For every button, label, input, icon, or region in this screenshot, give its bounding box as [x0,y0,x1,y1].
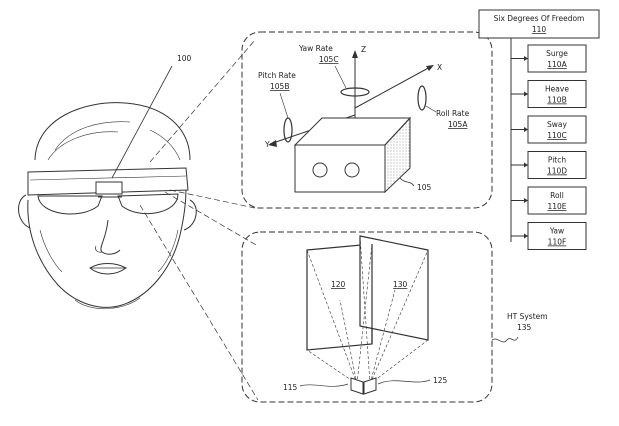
dof-item-box [527,186,587,215]
pitch-rate-label: Pitch Rate [258,71,296,80]
imu-block-ref: 105 [417,183,432,192]
dof-item-ref: 110E [547,202,566,211]
camera-left-ref: 115 [283,383,298,392]
panel-left-ref: 120 [331,280,346,289]
dof-item-roll: Roll 110E [511,186,587,215]
dof-arrow [524,162,528,168]
ht-system-ref: 135 [517,323,532,332]
ht-system-callout: HT System 135 [491,312,548,343]
dof-item-box [527,80,587,108]
dof-item-ref: 110F [548,238,567,247]
device-100-callout: 100 [111,54,192,179]
roll-rate-ref: 105A [448,120,468,129]
dof-ref: 110 [532,25,547,34]
camera-frustum-lines [306,235,429,385]
user-head-drawing [18,102,197,310]
yaw-rate-ref: 105C [319,55,339,64]
dof-arrow [524,91,528,97]
device-ref-label: 100 [177,54,192,63]
dof-item-label: Sway [547,120,567,129]
imu-panel: Z X Y 105 Yaw Rate 105C Pitch Rate 105B … [241,31,493,209]
axis-z-label: Z [361,45,366,54]
dof-arrow [524,127,528,132]
dof-item-label: Surge [546,49,568,58]
imu-block [293,116,412,194]
dof-item-box [527,44,587,73]
dof-title: Six Degrees Of Freedom [494,14,585,23]
dof-item-label: Roll [550,191,564,200]
dof-item-sway: Sway 110C [511,115,587,144]
dof-item-box [527,222,587,250]
dof-tree: Six Degrees Of Freedom 110 Surge 110A Heav… [478,9,600,250]
dof-item-box [527,151,587,179]
dof-item-pitch: Pitch 110D [511,151,587,179]
dof-item-surge: Surge 110A [511,44,587,73]
camera-pair [350,377,377,395]
pitch-rate-ref: 105B [270,82,289,91]
dof-item-box [527,115,587,144]
yaw-ring [340,87,370,97]
camera-right-ref: 125 [433,376,448,385]
dof-arrow [524,56,528,61]
roll-ring [417,85,427,111]
dof-item-label: Heave [545,85,569,94]
pitch-ring [283,117,293,143]
ht-system-label: HT System [507,312,548,321]
yaw-rate-label: Yaw Rate [298,44,333,53]
dof-item-ref: 110B [547,96,566,105]
projection-lines [139,39,259,401]
dof-item-heave: Heave 110B [511,80,587,108]
roll-rate-label: Roll Rate [436,109,470,118]
panel-right-ref: 130 [393,280,408,289]
camera-panel: 120 130 115 125 [241,231,493,403]
dof-item-ref: 110C [547,131,567,140]
dof-arrow [524,233,528,239]
dof-item-label: Yaw [549,227,564,236]
dof-item-label: Pitch [548,156,567,165]
axis-y-label: Y [264,140,270,149]
dof-item-ref: 110D [547,167,567,176]
dof-arrow [524,198,528,203]
dof-item-yaw: Yaw 110F [511,222,587,250]
axis-x-label: X [437,63,442,72]
dof-item-ref: 110A [547,60,567,69]
dof-title-box [478,9,600,39]
